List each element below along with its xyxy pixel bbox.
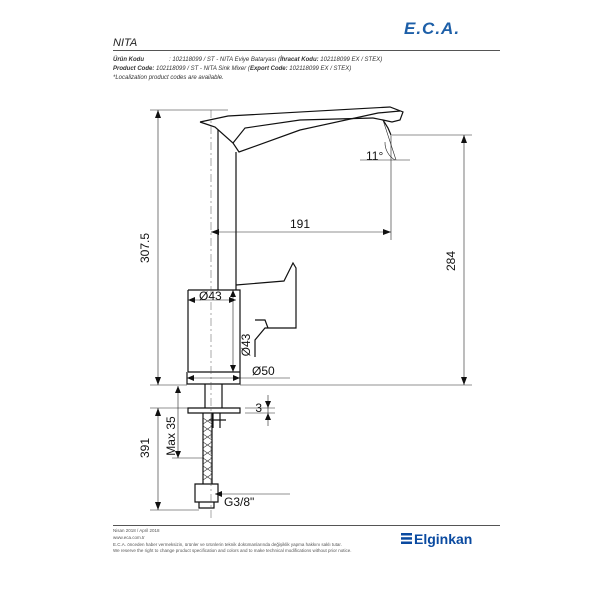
export-label: Export Code:: [249, 66, 288, 72]
dim-ext-spout-height: [240, 134, 472, 386]
footer-disclaimer-tr: E.C.A. önceden haber vermeksizin, ürünle…: [113, 542, 342, 547]
dim-total-height: 307.5: [138, 233, 152, 263]
footer-disclaimer-en: We reserve the right to change product s…: [113, 548, 352, 553]
spout-tip: [382, 119, 392, 136]
ihracat-value: 102118099 EX / STEX): [318, 57, 383, 63]
hose: [202, 413, 213, 484]
info-line-en: Product Code: 102118099 / ST - NITA Sink…: [113, 65, 351, 74]
hose-nut: [198, 502, 215, 509]
info-line-tr: Ürün Kodu : 102118099 / ST - NITA Eviye B…: [113, 56, 382, 65]
body-cylinder-top: [188, 289, 241, 372]
spout-top: [199, 106, 404, 123]
hose-fitting: [194, 483, 219, 503]
urun-label: Ürün Kodu: [113, 57, 144, 63]
footer-website[interactable]: www.eca.com.tr: [113, 535, 145, 540]
dim-line-angle: [360, 119, 410, 161]
hose-braid: [202, 417, 213, 481]
brand-logo-box: [399, 21, 500, 41]
footer-date: Nisan 2018 / April 2018: [113, 528, 160, 533]
arrows-base-thickness: [265, 401, 271, 420]
spout-contour: [232, 117, 374, 144]
dim-dia-top: Ø43: [199, 289, 222, 303]
dim-hose-length: 391: [138, 438, 152, 458]
dim-ext-hose: [150, 407, 199, 511]
dim-thread: G3/8": [224, 495, 254, 509]
localization-note: *Localization product codes are availabl…: [113, 75, 224, 81]
dim-angle: 11°: [366, 149, 383, 163]
lever-handle: [235, 261, 297, 357]
brand-logo: E.C.A.: [404, 19, 461, 38]
deck-plate: [187, 407, 241, 414]
ihracat-label: İhracat Kodu:: [279, 57, 319, 63]
product-value: 102118099 / ST - NITA Sink Mixer (: [154, 66, 250, 72]
dim-max-deck: Max 35: [164, 416, 178, 456]
elginkan-logo: Elginkan: [414, 531, 473, 547]
product-title: NITA: [113, 37, 138, 49]
dim-spout-height: 284: [444, 251, 458, 271]
product-label: Product Code:: [113, 66, 155, 72]
arrow-thread: [215, 491, 222, 497]
dim-ext-total-height: [150, 109, 228, 386]
elginkan-logo-icon: [401, 533, 412, 544]
spout-upper-edge: [199, 110, 401, 153]
export-value: 102118099 EX / STEX): [287, 66, 352, 72]
dim-reach: 191: [290, 217, 310, 231]
urun-value: : 102118099 / ST - NITA Eviye Bataryası …: [169, 57, 280, 63]
shank: [204, 384, 223, 408]
dim-line-base-thickness: [245, 395, 275, 426]
header-divider: [113, 50, 500, 51]
dim-base-dia: Ø50: [252, 364, 275, 378]
lever-detail: [255, 319, 269, 329]
dim-base-thickness: 3: [255, 401, 262, 415]
dim-arc-angle: [384, 141, 396, 161]
dim-dia-side: Ø43: [239, 333, 253, 356]
footer-divider: [113, 525, 500, 526]
